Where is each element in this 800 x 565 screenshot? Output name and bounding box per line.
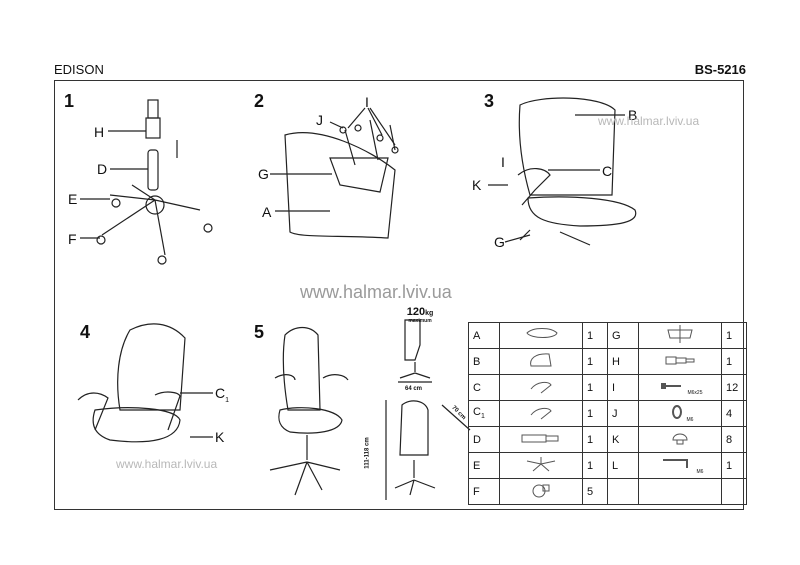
- empty-cell: [638, 478, 722, 505]
- part-label: C: [468, 374, 500, 401]
- part-size-note: M6x25: [687, 390, 703, 396]
- part-qty: 1: [721, 348, 747, 375]
- callout-e: E: [68, 191, 78, 207]
- seat-icon: [499, 322, 583, 349]
- part-label: B: [468, 348, 500, 375]
- allen-key-icon: M6: [638, 452, 722, 479]
- part-label: E: [468, 452, 500, 479]
- part-label: L: [607, 452, 639, 479]
- step-3-number: 3: [484, 91, 495, 111]
- part-qty: 1: [721, 322, 747, 349]
- part-label: F: [468, 478, 500, 505]
- step1-illustration: [80, 99, 213, 265]
- step5-illustration: [269, 326, 349, 496]
- caster-icon: [499, 478, 583, 505]
- step-4-number: 4: [80, 322, 91, 342]
- part-qty: 1: [582, 348, 608, 375]
- step-1-number: 1: [64, 91, 75, 111]
- callout-f: F: [68, 231, 77, 247]
- callout-k: K: [472, 177, 482, 193]
- cap-icon: [638, 426, 722, 453]
- part-qty: 1: [582, 400, 608, 427]
- armrest-icon: [499, 374, 583, 401]
- callout-d: D: [97, 161, 108, 177]
- watermark-top: www.halmar.lviv.ua: [598, 114, 700, 128]
- gas-lift-icon: [499, 426, 583, 453]
- callout-b: B: [628, 107, 638, 123]
- height-dimension: 111-118 cm: [364, 437, 371, 469]
- step2-illustration: [270, 107, 399, 239]
- callout-g: G: [258, 166, 269, 182]
- part-label: C1: [468, 400, 500, 427]
- callout-i: I: [365, 94, 369, 110]
- step-2-number: 2: [254, 91, 265, 111]
- bolt-icon: M6x25: [638, 374, 722, 401]
- callout-c: C: [602, 163, 613, 179]
- callout-k-step4: K: [215, 429, 225, 445]
- part-qty: 8: [721, 426, 747, 453]
- watermark-bottom: www.halmar.lviv.ua: [116, 457, 218, 471]
- callout-h: H: [94, 124, 105, 140]
- product-code: BS-5216: [694, 62, 746, 77]
- part-qty: [721, 478, 747, 505]
- gas-lift-cover-icon: [638, 348, 722, 375]
- step3-illustration: [488, 97, 637, 246]
- callout-a: A: [262, 204, 272, 220]
- part-label: I: [607, 374, 639, 401]
- part-qty: 1: [721, 452, 747, 479]
- part-qty: 5: [582, 478, 608, 505]
- part-label: J: [607, 400, 639, 427]
- star-base-icon: [499, 452, 583, 479]
- part-size-note: M6: [686, 417, 694, 423]
- armrest-icon: [499, 400, 583, 427]
- part-label: D: [468, 426, 500, 453]
- instruction-frame: [54, 80, 744, 510]
- callout-i-step3: I: [501, 154, 505, 170]
- dimension-illustration: [385, 319, 471, 500]
- part-qty: 1: [582, 374, 608, 401]
- step4-illustration: [77, 323, 213, 443]
- mechanism-icon: [638, 322, 722, 349]
- part-qty: 1: [582, 322, 608, 349]
- max-load-label: 120kg maximum: [406, 306, 434, 324]
- part-label: K: [607, 426, 639, 453]
- part-qty: 12: [721, 374, 747, 401]
- backrest-icon: [499, 348, 583, 375]
- part-label: A: [468, 322, 500, 349]
- part-qty: 1: [582, 426, 608, 453]
- model-name: EDISON: [54, 62, 104, 77]
- part-size-note: M6: [696, 469, 704, 475]
- part-qty: 4: [721, 400, 747, 427]
- part-label: G: [607, 322, 639, 349]
- washer-icon: M6: [638, 400, 722, 427]
- part-qty: 1: [582, 452, 608, 479]
- callout-g-step3: G: [494, 234, 505, 250]
- callout-j: J: [316, 112, 323, 128]
- width-dimension: 64 cm: [405, 386, 423, 392]
- part-label: H: [607, 348, 639, 375]
- part-label: [607, 478, 639, 505]
- step-5-number: 5: [254, 322, 265, 342]
- watermark-center: www.halmar.lviv.ua: [300, 282, 452, 302]
- callout-c1: C1: [215, 385, 230, 404]
